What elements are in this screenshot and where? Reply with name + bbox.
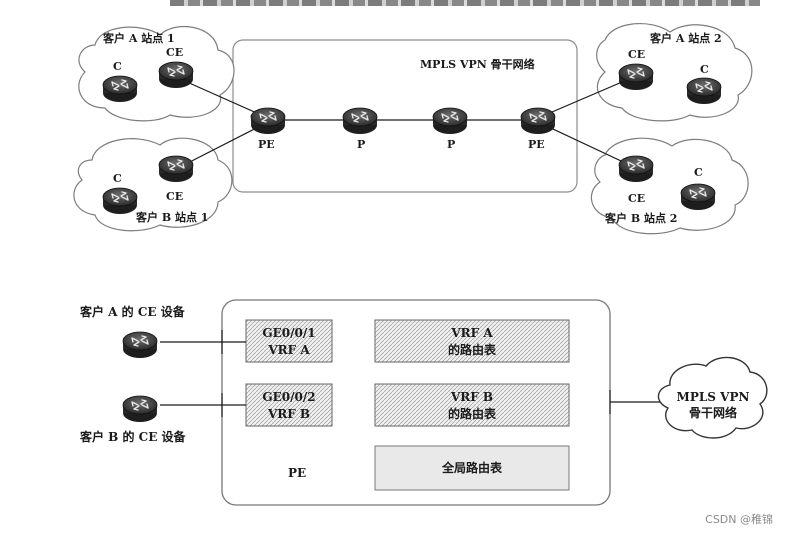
router-pe-right bbox=[520, 107, 556, 135]
bottom-links bbox=[160, 341, 662, 406]
router-c-a2 bbox=[686, 77, 722, 105]
if-box-ge002 bbox=[245, 383, 333, 427]
if1-vrf: VRF A bbox=[267, 343, 310, 357]
vrf-a-table-box bbox=[374, 319, 570, 363]
label-p1: P bbox=[357, 138, 365, 151]
if1-name: GE0/0/1 bbox=[262, 326, 315, 340]
global-table-label: 全局路由表 bbox=[441, 460, 503, 475]
label-pe-left: PE bbox=[258, 138, 275, 151]
global-table-box bbox=[374, 445, 570, 491]
ce-b-device-label: 客户 B 的 CE 设备 bbox=[79, 429, 187, 444]
router-ce-a-bottom bbox=[122, 331, 158, 359]
router-pe-left bbox=[250, 107, 286, 135]
if2-vrf: VRF B bbox=[267, 407, 310, 421]
router-ce-a1 bbox=[158, 61, 194, 89]
site-a1-label: 客户 A 站点 1 bbox=[102, 31, 175, 45]
label-c-b1: C bbox=[113, 172, 122, 185]
label-c-b2: C bbox=[694, 166, 703, 179]
router-p2 bbox=[432, 107, 468, 135]
vrf-b-subtitle: 的路由表 bbox=[448, 406, 497, 421]
backbone-box bbox=[232, 39, 578, 193]
router-ce-b1 bbox=[158, 155, 194, 183]
cloud-line1: MPLS VPN bbox=[677, 390, 750, 404]
site-a2-label: 客户 A 站点 2 bbox=[649, 31, 722, 45]
site-b1-label: 客户 B 站点 1 bbox=[135, 210, 208, 224]
router-ce-b-bottom bbox=[122, 395, 158, 423]
vrf-b-title: VRF B bbox=[450, 390, 493, 404]
csdn-watermark: CSDN @稚锦 bbox=[705, 513, 773, 526]
pe-label: PE bbox=[288, 466, 306, 480]
backbone-title: MPLS VPN 骨干网络 bbox=[420, 57, 535, 71]
cloud-mpls-backbone bbox=[657, 356, 768, 439]
router-c-a1 bbox=[102, 75, 138, 103]
label-ce-b1: CE bbox=[166, 190, 183, 203]
cloud-line2: 骨干网络 bbox=[689, 405, 737, 420]
label-c-a1: C bbox=[113, 60, 122, 73]
scan-artifact bbox=[170, 0, 760, 6]
router-p1 bbox=[342, 107, 378, 135]
port-ticks bbox=[221, 330, 611, 417]
router-ce-b2 bbox=[618, 155, 654, 183]
vrf-a-title: VRF A bbox=[450, 326, 493, 340]
label-ce-a1: CE bbox=[166, 46, 183, 59]
router-c-b1 bbox=[102, 187, 138, 215]
router-c-b2 bbox=[680, 183, 716, 211]
vrf-a-subtitle: 的路由表 bbox=[448, 342, 497, 357]
label-ce-a2: CE bbox=[628, 48, 645, 61]
if2-name: GE0/0/2 bbox=[262, 390, 315, 404]
label-c-a2: C bbox=[700, 63, 709, 76]
ce-a-device-label: 客户 A 的 CE 设备 bbox=[79, 304, 186, 319]
if-box-ge001 bbox=[245, 319, 333, 363]
label-pe-right: PE bbox=[528, 138, 545, 151]
vrf-b-table-box bbox=[374, 383, 570, 427]
label-p2: P bbox=[447, 138, 455, 151]
router-ce-a2 bbox=[618, 63, 654, 91]
site-b2-label: 客户 B 站点 2 bbox=[604, 211, 677, 225]
label-ce-b2: CE bbox=[628, 192, 645, 205]
